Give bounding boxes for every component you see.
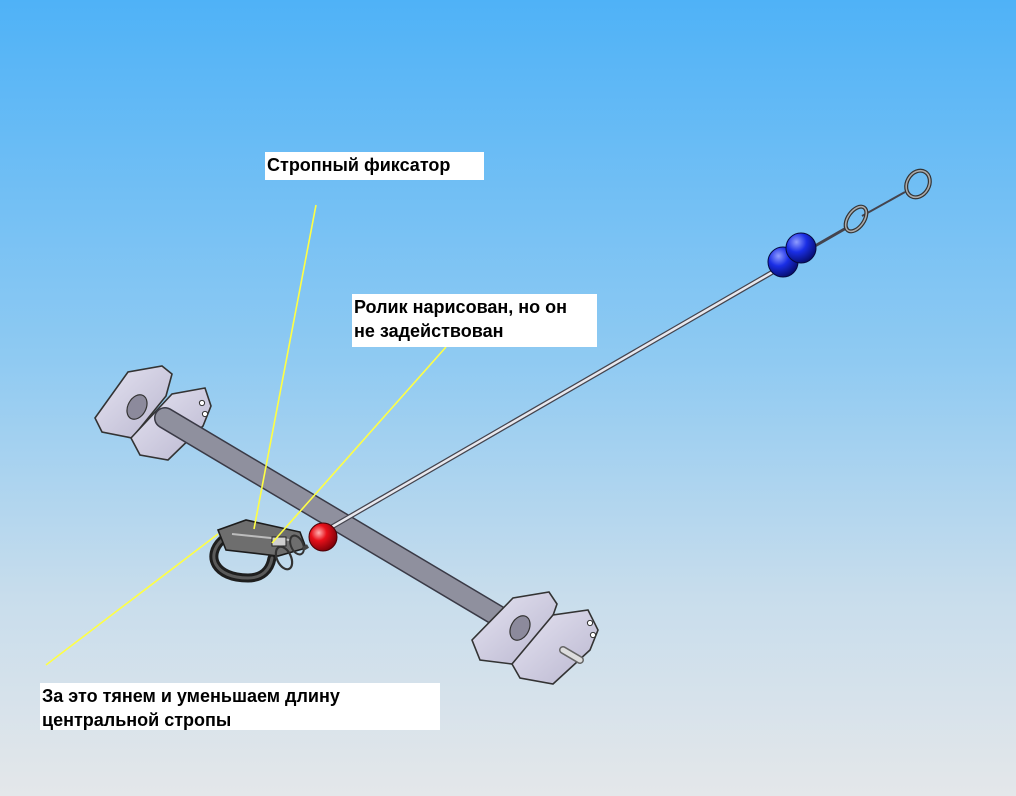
blue-stopper-balls [767,232,817,278]
callout-line-strap-lock [253,204,317,530]
callout-line-pull [45,533,219,666]
end-rings [843,168,932,234]
label-roller: Ролик нарисован, но он не задействован [352,294,597,347]
red-roller [301,522,338,552]
label-strap-lock: Стропный фиксатор [265,152,484,180]
label-pull-line2: центральной стропы [42,710,232,730]
label-strap-lock-text: Стропный фиксатор [267,155,451,175]
right-end-bracket [471,591,599,685]
callout-line-roller [271,346,447,544]
label-roller-line1: Ролик нарисован, но он [354,297,568,317]
label-roller-line2: не задействован [354,321,504,341]
callout-lines [45,204,447,666]
label-pull: За это тянем и уменьшаем длину центральн… [40,683,440,730]
label-pull-line1: За это тянем и уменьшаем длину [42,686,340,706]
strap-lock-mechanism [209,519,308,583]
main-bar [154,407,519,633]
central-strap-rope [328,191,906,531]
